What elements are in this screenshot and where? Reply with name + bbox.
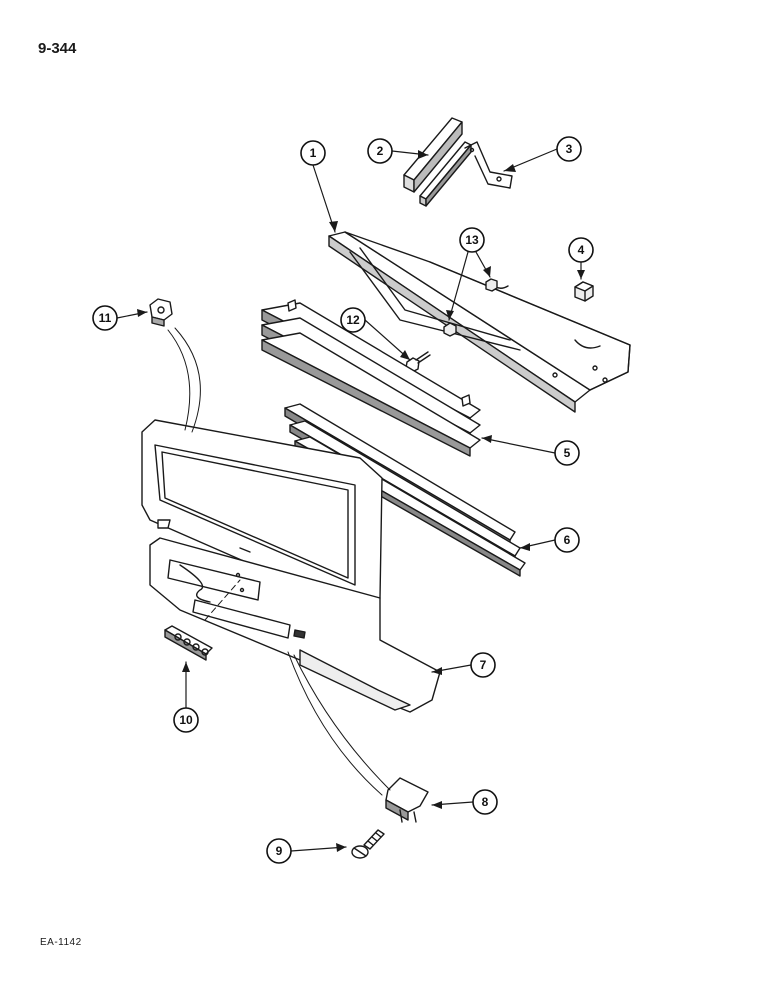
callout-circle — [266, 838, 292, 864]
callout-13: 13 — [459, 227, 485, 253]
part-9-screw — [351, 829, 385, 859]
part-2-trim-strips — [403, 117, 472, 207]
callout-circle — [472, 789, 498, 815]
part-3-bracket — [464, 141, 513, 189]
callout-number: 11 — [99, 311, 112, 325]
callout-circle — [367, 138, 393, 164]
page-number: 9-344 — [38, 40, 77, 57]
leader-arrowheads — [137, 150, 585, 852]
part-7-bezel-housing — [141, 419, 441, 713]
part-10-switch-plate — [164, 625, 213, 661]
callout-number: 7 — [480, 658, 487, 672]
callout-number: 4 — [578, 243, 585, 257]
callout-circle — [554, 527, 580, 553]
assembly-guide-lines — [167, 327, 391, 796]
callout-circle — [470, 652, 496, 678]
callout-number: 10 — [179, 713, 193, 727]
callout-number: 2 — [377, 144, 384, 158]
callout-number: 5 — [564, 446, 571, 460]
callout-8: 8 — [472, 789, 498, 815]
callout-number: 12 — [346, 313, 360, 327]
callout-circle — [556, 136, 582, 162]
callout-number: 8 — [482, 795, 489, 809]
callout-circle — [173, 707, 199, 733]
callout-9: 9 — [266, 838, 292, 864]
callout-4: 4 — [568, 237, 594, 263]
callout-12: 12 — [340, 307, 366, 333]
callout-10: 10 — [173, 707, 199, 733]
figure-code: EA-1142 — [40, 937, 82, 948]
callout-7: 7 — [470, 652, 496, 678]
callout-circle — [568, 237, 594, 263]
callout-5: 5 — [554, 440, 580, 466]
part-4-nut — [574, 281, 594, 302]
part-8-clip — [385, 777, 429, 823]
callout-number: 13 — [465, 233, 479, 247]
callout-circle — [459, 227, 485, 253]
callout-number: 6 — [564, 533, 571, 547]
callout-circle — [300, 140, 326, 166]
callout-number: 9 — [276, 844, 283, 858]
callout-circle — [92, 305, 118, 331]
part-13-nuts — [443, 278, 498, 337]
callout-number: 1 — [310, 146, 317, 160]
part-5-upper-grille — [261, 299, 481, 457]
callout-circle — [554, 440, 580, 466]
callout-1: 1 — [300, 140, 326, 166]
callout-circle — [340, 307, 366, 333]
part-11-nut — [149, 298, 173, 327]
callout-2: 2 — [367, 138, 393, 164]
callout-11: 11 — [92, 305, 118, 331]
callout-number: 3 — [566, 142, 573, 156]
callout-6: 6 — [554, 527, 580, 553]
callout-3: 3 — [556, 136, 582, 162]
